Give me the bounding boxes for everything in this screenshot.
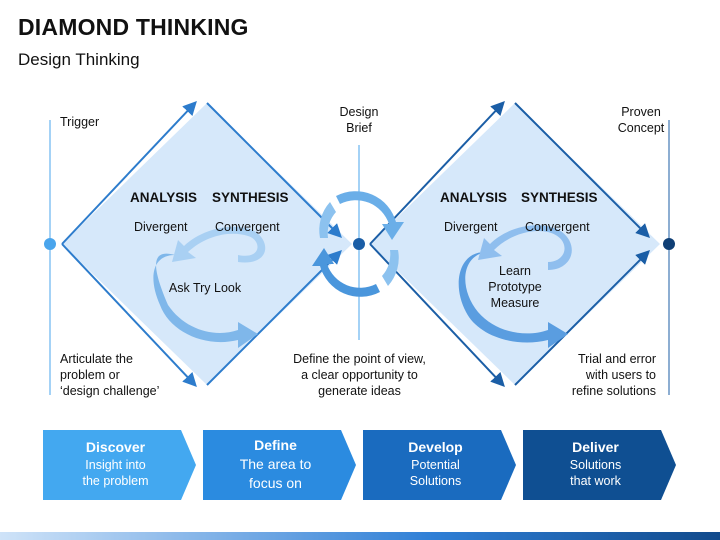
design-brief-label: Design Brief: [320, 104, 398, 136]
stage-name: Deliver: [572, 439, 619, 455]
central-cycle-arrows: [312, 191, 404, 297]
left-diamond-edge: [206, 102, 342, 238]
right-diamond: [370, 103, 660, 385]
proven-concept-label-line: Concept: [617, 121, 665, 135]
right-cycle-label-line: Measure: [490, 296, 540, 310]
design-brief-dot: [353, 238, 365, 250]
stage-description: Potential Solutions: [363, 457, 508, 489]
stage-define-shape: [203, 430, 356, 500]
articulate-label-line: problem or: [60, 368, 120, 382]
trial-error-label-line: with users to: [585, 368, 656, 382]
trigger-label: Trigger: [60, 115, 100, 129]
articulate-label-line: ‘design challenge’: [60, 384, 160, 398]
right-cycle-label-line: Prototype: [488, 280, 542, 294]
stage-description-line: Potential: [411, 458, 460, 472]
trial-error-label-line: refine solutions: [571, 384, 656, 398]
left-analysis-label: ANALYSIS: [130, 190, 198, 205]
stage-description-line: Solutions: [569, 458, 622, 472]
stage-description-line: that work: [570, 474, 621, 488]
page-subtitle: Design Thinking: [18, 50, 140, 69]
proven-concept-dot: [663, 238, 675, 250]
define-point-label-line: Define the point of view,: [293, 352, 426, 366]
right-cycle-label-line: Learn: [499, 264, 531, 278]
trial-error-label: Trial and error with users to refine sol…: [540, 351, 656, 399]
left-convergent-label: Convergent: [215, 220, 280, 234]
stage-name: Discover: [85, 439, 146, 455]
trigger-dot: [44, 238, 56, 250]
left-diamond-edge: [61, 100, 197, 245]
left-cycle-arrows: [153, 226, 266, 348]
right-synthesis-label: SYNTHESIS: [521, 190, 598, 205]
design-brief-label-line: Design: [339, 105, 379, 119]
stage-define: Define The area to focus on: [203, 430, 348, 500]
right-convergent-label: Convergent: [525, 220, 590, 234]
stage-name: Define: [254, 437, 297, 453]
right-diamond-edge: [514, 250, 650, 386]
define-point-label-line: a clear opportunity to: [301, 368, 418, 382]
stage-description: Solutions that work: [523, 457, 668, 489]
define-point-label: Define the point of view, a clear opport…: [272, 351, 447, 399]
stage-discover: Discover Insight into the problem: [43, 430, 188, 500]
stage-description: The area to focus on: [203, 455, 348, 493]
left-divergent-label: Divergent: [134, 220, 188, 234]
define-point-label-line: generate ideas: [318, 384, 401, 398]
stage-description-line: the problem: [82, 474, 149, 488]
stage-develop-shape: [363, 430, 516, 500]
proven-concept-label-line: Proven: [621, 105, 661, 119]
right-cycle-arrows: [458, 225, 572, 348]
right-analysis-label: ANALYSIS: [440, 190, 508, 205]
proven-concept-label: Proven Concept: [602, 104, 680, 136]
design-brief-label-line: Brief: [346, 121, 372, 135]
bottom-accent-bar: [0, 532, 720, 540]
left-synthesis-label: SYNTHESIS: [212, 190, 289, 205]
left-cycle-label: Ask Try Look: [168, 281, 242, 295]
left-diamond: [62, 103, 352, 385]
page-title: DIAMOND THINKING: [18, 14, 249, 40]
stage-description-line: Insight into: [85, 458, 146, 472]
stage-deliver-shape: [523, 430, 676, 500]
stage-description-line: Solutions: [409, 474, 462, 488]
stage-deliver: Deliver Solutions that work: [523, 430, 668, 500]
stage-discover-shape: [43, 430, 196, 500]
trial-error-label-line: Trial and error: [577, 352, 656, 366]
left-diamond-edge: [61, 243, 197, 388]
stage-description-line: The area to: [239, 456, 312, 472]
stage-develop: Develop Potential Solutions: [363, 430, 508, 500]
articulate-label-line: Articulate the: [60, 352, 133, 366]
right-cycle-label: Learn Prototype Measure: [468, 263, 562, 311]
articulate-label: Articulate the problem or ‘design challe…: [60, 351, 159, 399]
stage-name: Develop: [408, 439, 463, 455]
stage-description-line: focus on: [249, 475, 302, 491]
right-diamond-edge: [514, 102, 650, 238]
right-divergent-label: Divergent: [444, 220, 498, 234]
left-diamond-edge: [206, 250, 342, 386]
stage-description: Insight into the problem: [43, 457, 188, 489]
